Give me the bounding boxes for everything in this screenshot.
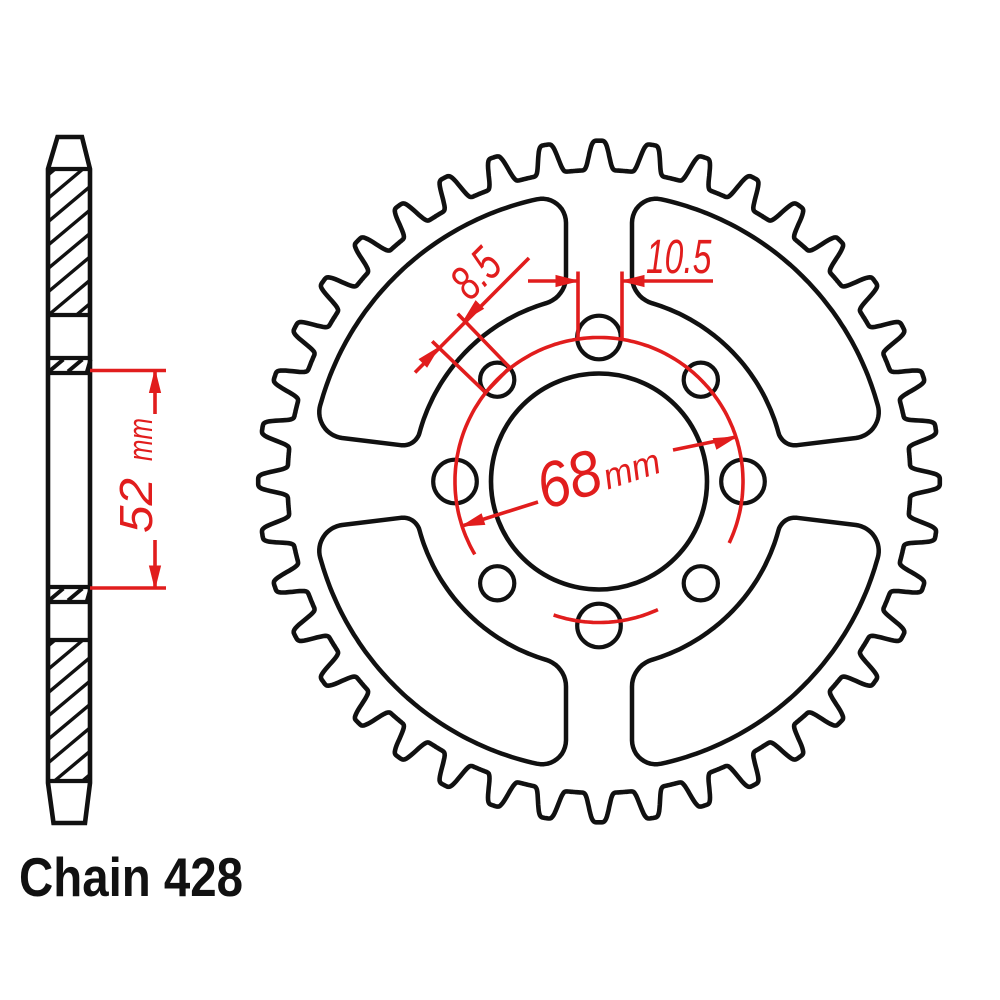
- svg-text:mm: mm: [122, 418, 160, 461]
- svg-text:52: 52: [110, 478, 162, 533]
- svg-text:Chain 428: Chain 428: [19, 846, 243, 908]
- svg-text:10.5: 10.5: [646, 229, 712, 283]
